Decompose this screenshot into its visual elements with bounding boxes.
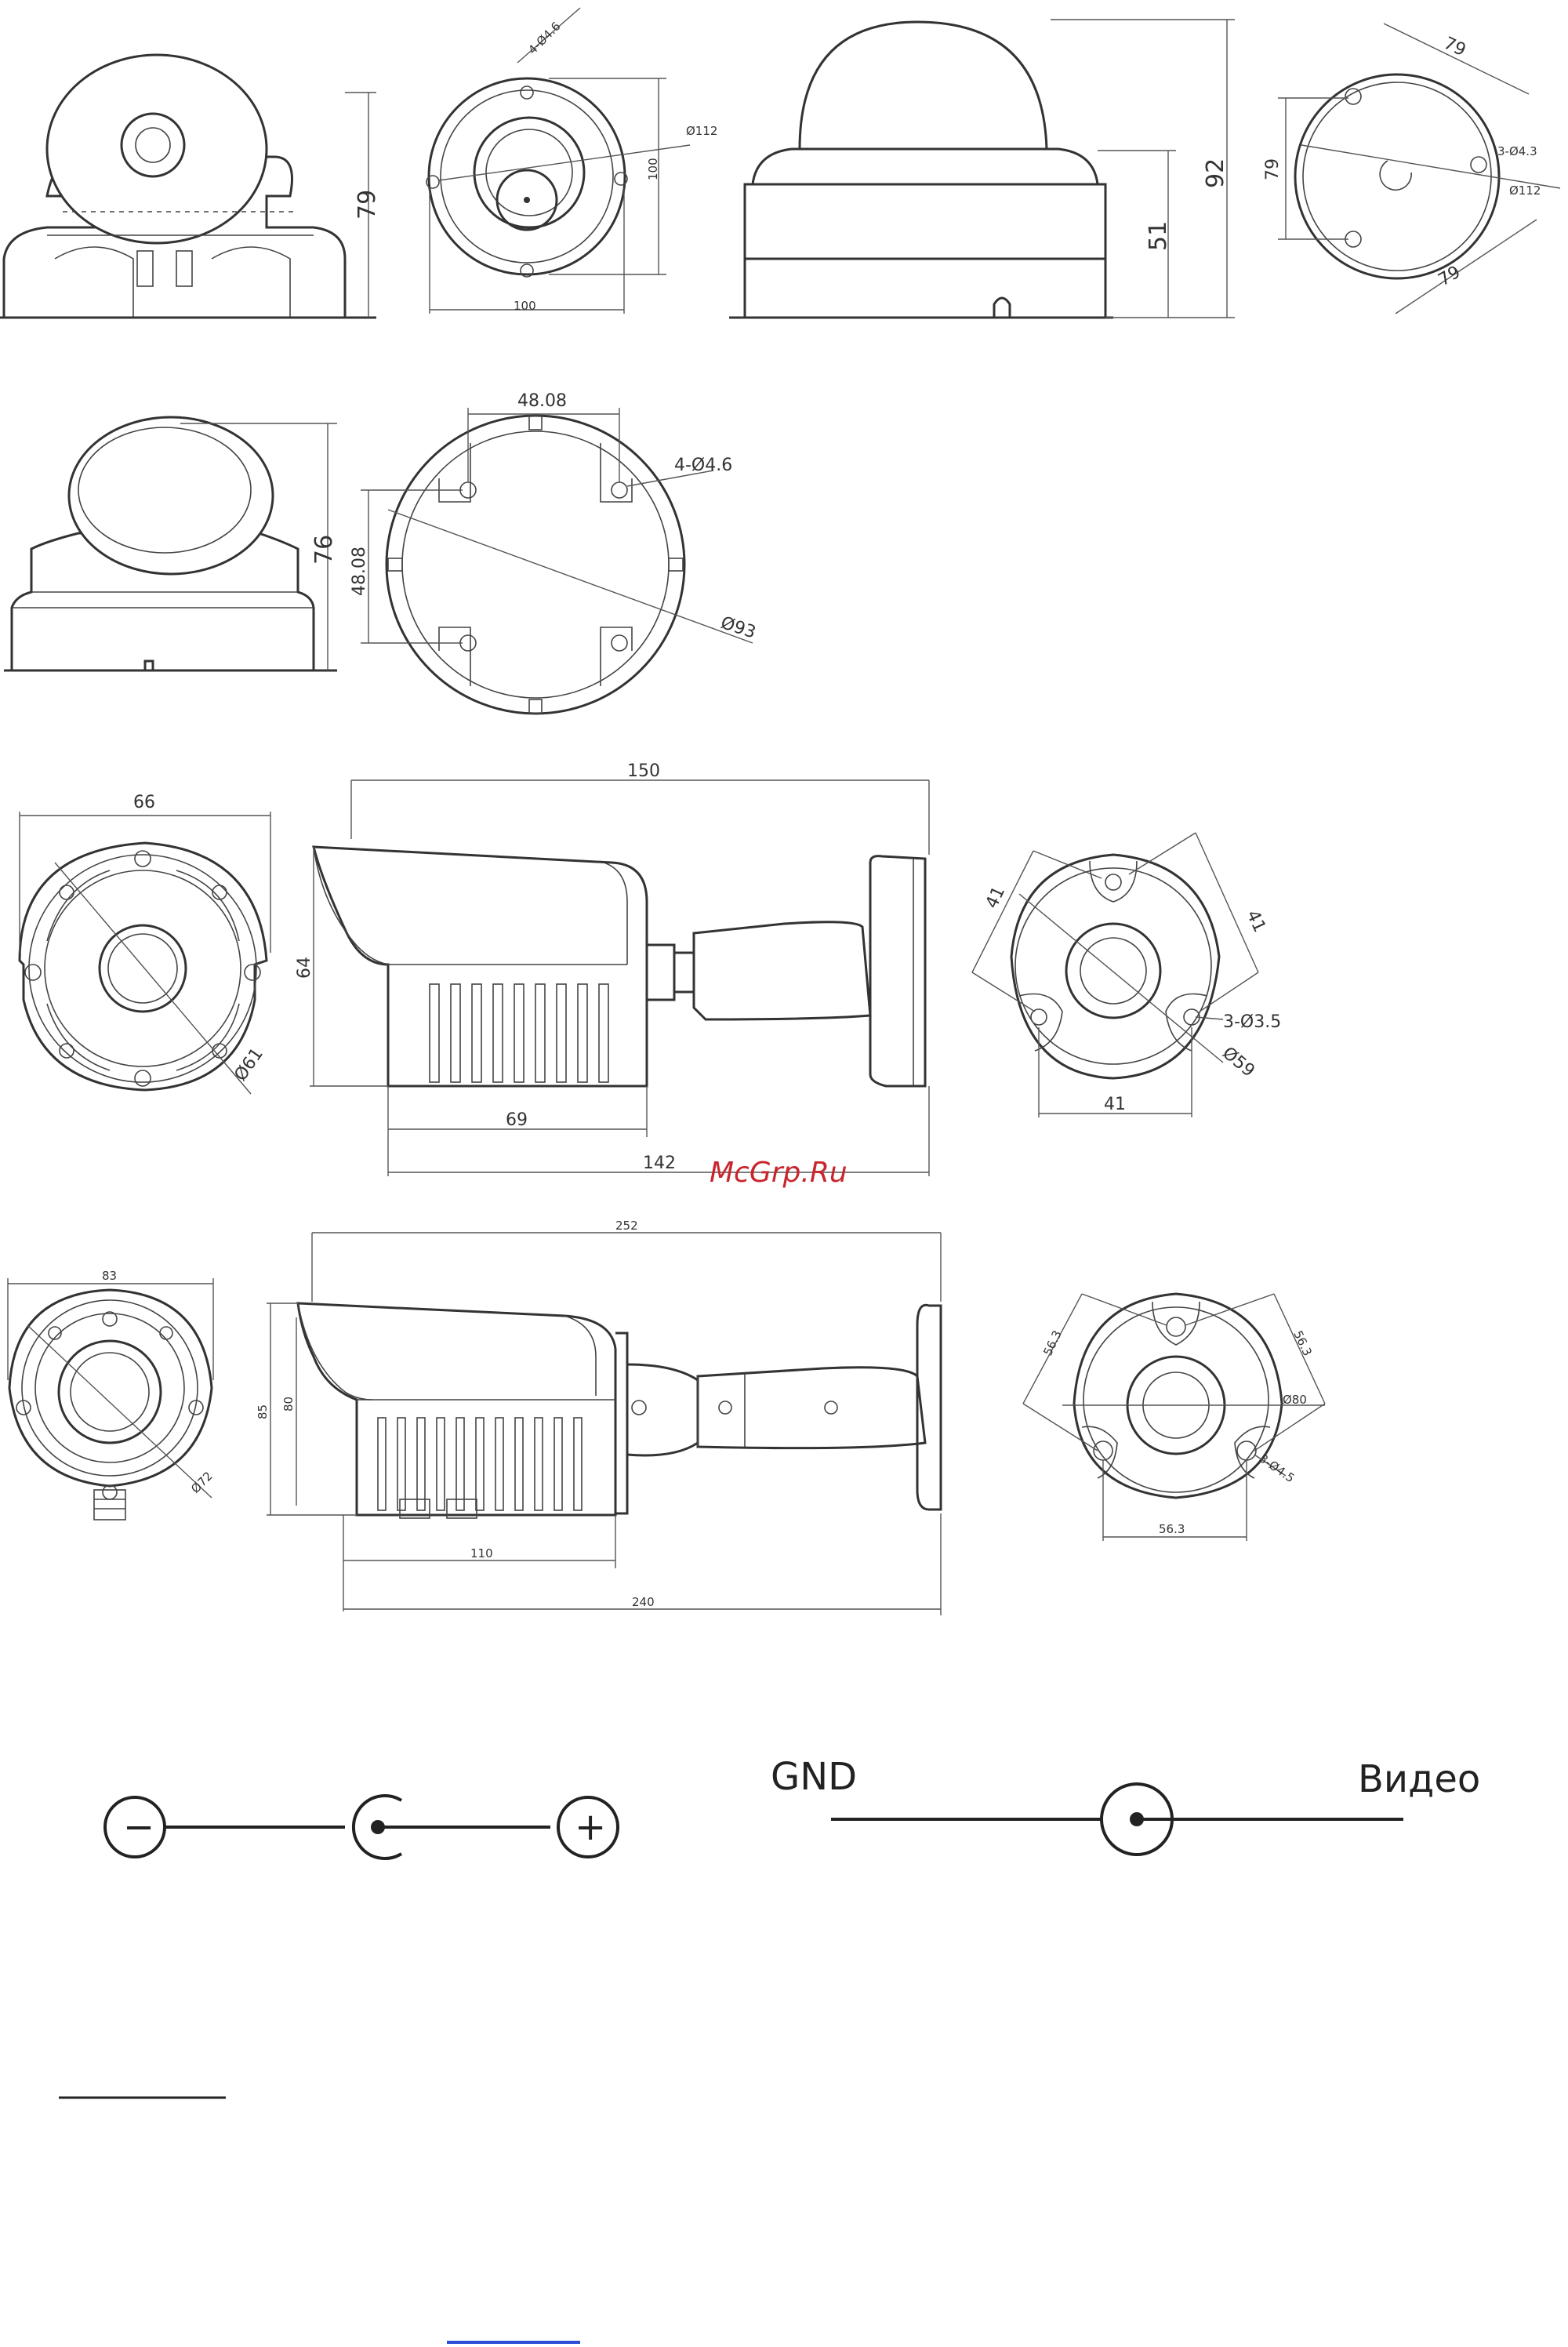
dim-r1-base-top: 79 bbox=[1440, 34, 1468, 60]
dim-r4-height-2: 80 bbox=[281, 1397, 296, 1411]
dim-r1-top-side: 100 bbox=[646, 158, 660, 180]
mini-dome-base-view: 48.08 4-Ø4.6 48.08 Ø93 bbox=[350, 391, 758, 714]
dim-r4-base-dia: Ø80 bbox=[1283, 1393, 1307, 1407]
dim-r1-top-dia: Ø112 bbox=[686, 124, 717, 138]
minus-symbol: − bbox=[123, 1805, 154, 1849]
gnd-label: GND bbox=[771, 1755, 857, 1799]
dim-r2-dia: Ø93 bbox=[718, 613, 758, 643]
large-bullet-side-view: 252 85 80 110 240 bbox=[256, 1219, 941, 1615]
bullet-camera-front-view: 66 Ø61 bbox=[20, 793, 270, 1094]
dim-r2-top-width: 48.08 bbox=[517, 391, 567, 411]
dome-camera-side-view: 79 bbox=[0, 55, 381, 318]
plus-symbol: + bbox=[575, 1805, 606, 1849]
video-label: Видео bbox=[1358, 1757, 1480, 1801]
large-dome-side-view: 92 51 bbox=[729, 20, 1235, 318]
video-connector-diagram: GND Видео bbox=[771, 1755, 1480, 1855]
dim-r3-front-dia: Ø61 bbox=[230, 1045, 267, 1084]
dim-r3-base-right: 41 bbox=[1243, 907, 1269, 936]
dome-camera-top-view: 4-Ø4.6 Ø112 100 100 bbox=[426, 8, 717, 314]
dim-r3-front-width: 66 bbox=[133, 793, 155, 812]
dim-r1-top-width: 100 bbox=[514, 299, 536, 313]
dim-r4-base-holes: 3-Ø4.5 bbox=[1257, 1451, 1298, 1486]
dim-r4-front-dia: Ø72 bbox=[188, 1469, 216, 1496]
dim-r3-base-dia: Ø59 bbox=[1218, 1043, 1258, 1081]
dim-r3-body: 69 bbox=[506, 1110, 528, 1130]
mini-dome-side-view: 76 bbox=[4, 417, 338, 670]
large-heatsink-fins bbox=[378, 1418, 582, 1510]
watermark: McGrp.Ru bbox=[710, 1157, 848, 1189]
dim-r4-body: 110 bbox=[470, 1546, 493, 1560]
dim-r4-base-right: 56.3 bbox=[1290, 1328, 1314, 1358]
dim-r1-base-left: 79 bbox=[1263, 158, 1283, 180]
dim-r1-top-holes: 4-Ø4.6 bbox=[525, 19, 564, 57]
bullet-mount-base-view: 41 41 3-Ø3.5 Ø59 41 bbox=[972, 833, 1281, 1117]
bullet-camera-side-view: 150 64 69 142 bbox=[295, 761, 929, 1176]
dim-r3-height: 64 bbox=[295, 957, 314, 979]
dim-r2-left: 48.08 bbox=[350, 547, 369, 596]
heatsink-fins bbox=[430, 984, 608, 1082]
large-bullet-front-view: 83 Ø72 bbox=[8, 1269, 216, 1520]
dim-r4-total: 240 bbox=[632, 1595, 655, 1609]
dim-r3-base-holes: 3-Ø3.5 bbox=[1223, 1012, 1281, 1032]
dim-r3-base-bottom: 41 bbox=[1104, 1095, 1126, 1114]
dim-r1-base-dia: Ø112 bbox=[1509, 183, 1541, 198]
dim-r1-dome-height: 79 bbox=[354, 190, 381, 220]
dim-r4-length: 252 bbox=[615, 1219, 638, 1233]
dim-r1-large-low: 51 bbox=[1145, 221, 1172, 251]
power-connector-diagram: − + bbox=[105, 1796, 618, 1858]
dim-r2-holes: 4-Ø4.6 bbox=[674, 456, 732, 475]
dim-r4-front-width: 83 bbox=[102, 1269, 117, 1283]
dim-r4-base-left: 56.3 bbox=[1040, 1328, 1064, 1358]
large-bullet-base-view: 56.3 56.3 Ø80 3-Ø4.5 56.3 bbox=[1023, 1294, 1325, 1541]
dim-r3-total: 142 bbox=[643, 1154, 676, 1173]
dim-r3-length: 150 bbox=[627, 761, 660, 781]
mounting-base-top-view: 79 79 3-Ø4.3 Ø112 79 bbox=[1263, 24, 1560, 314]
dim-r1-large-height: 92 bbox=[1202, 158, 1229, 188]
dim-r1-base-bottom: 79 bbox=[1436, 263, 1465, 291]
dim-r4-height-1: 85 bbox=[256, 1404, 270, 1419]
dim-r4-base-bottom: 56.3 bbox=[1159, 1522, 1185, 1536]
dim-r1-base-holes: 3-Ø4.3 bbox=[1497, 144, 1537, 158]
dim-r2-dome-height: 76 bbox=[310, 535, 338, 565]
